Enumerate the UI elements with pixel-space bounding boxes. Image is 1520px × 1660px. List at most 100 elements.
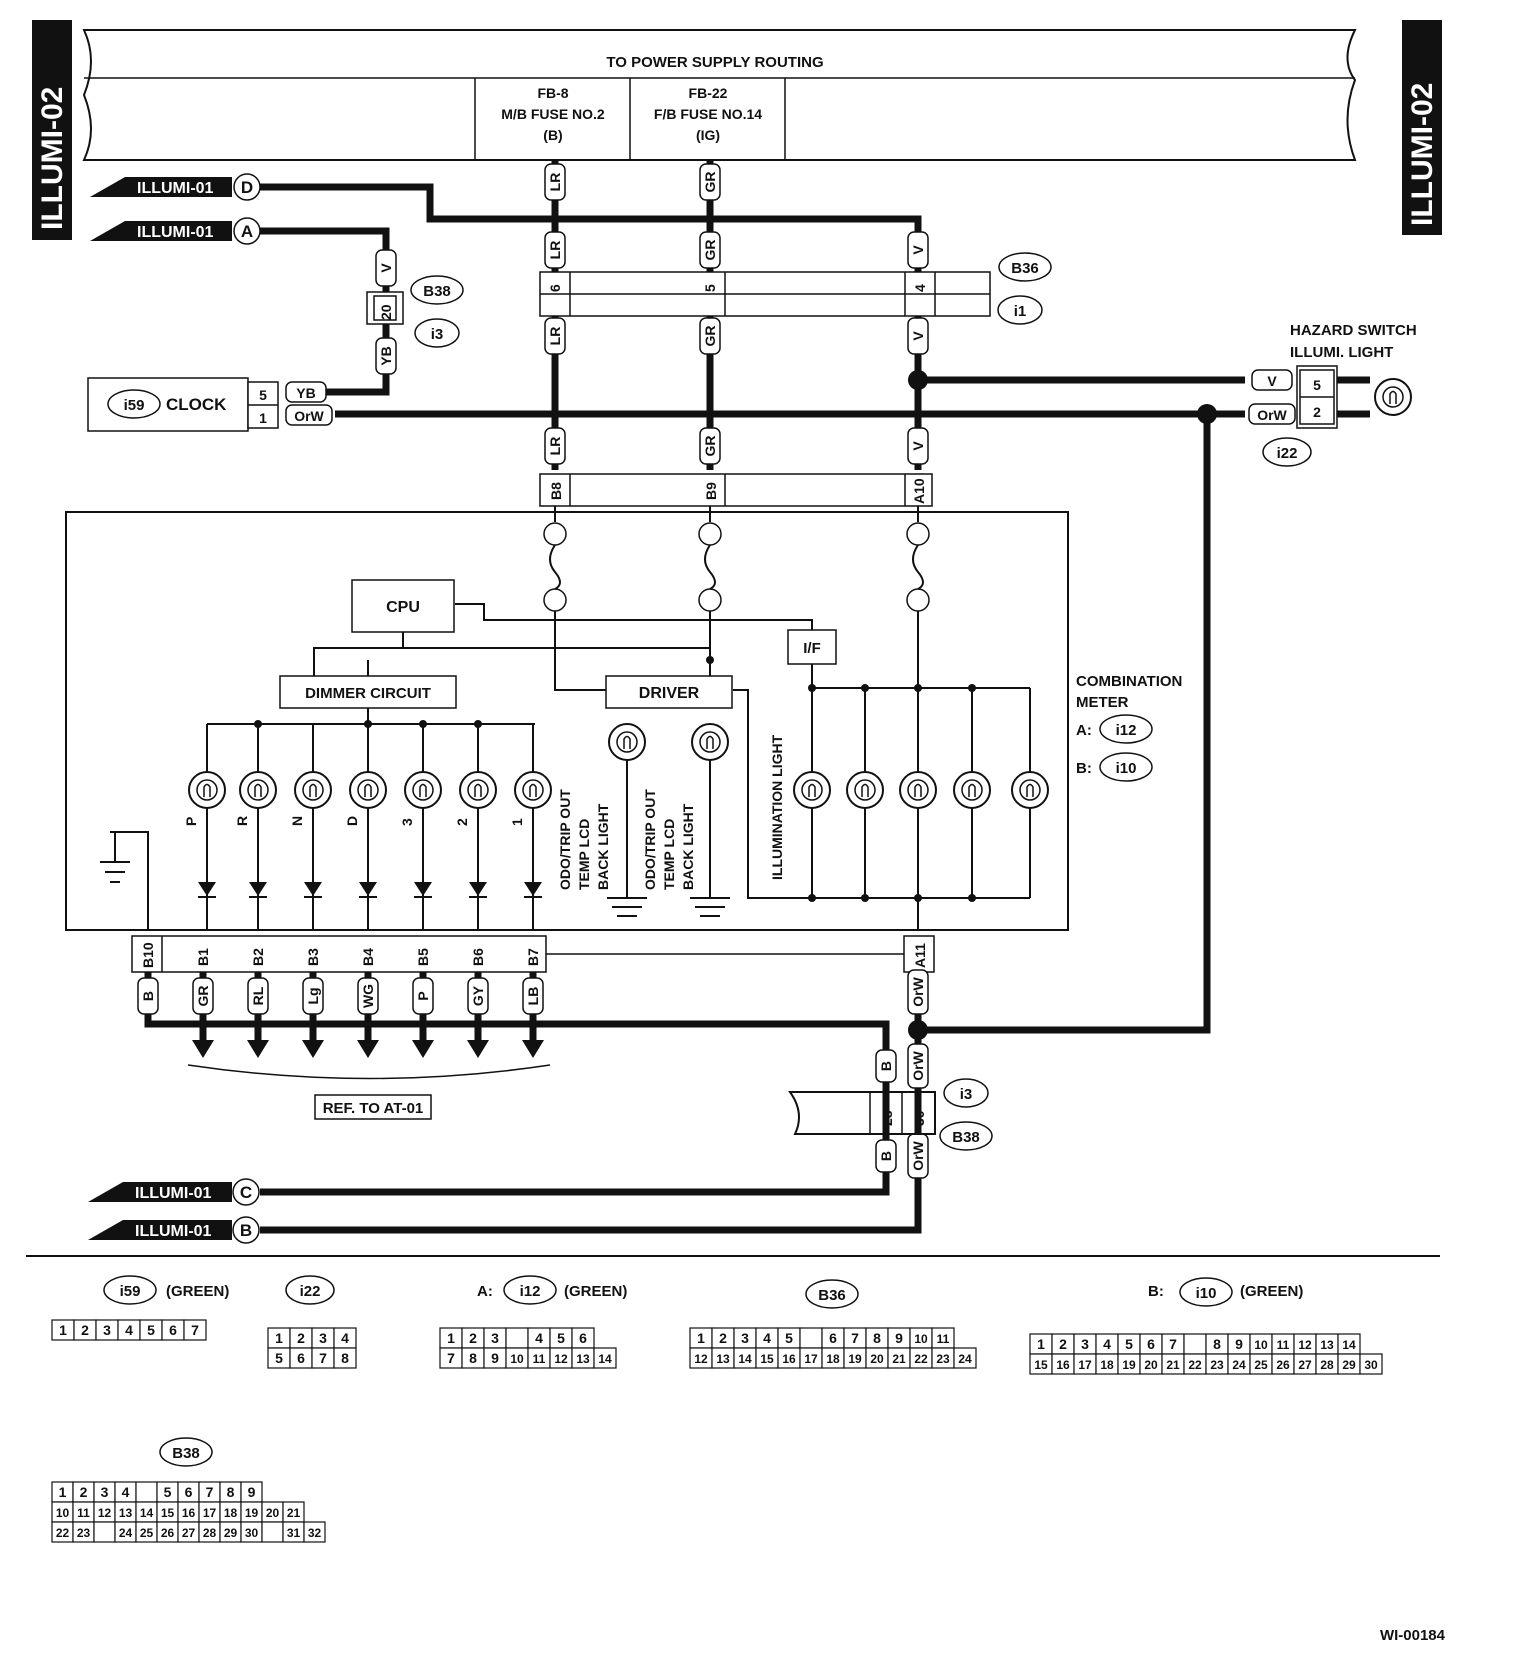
hazard-label-2: ILLUMI. LIGHT — [1290, 344, 1393, 361]
pin-number: 26 — [1276, 1358, 1290, 1372]
pin-number: 30 — [245, 1526, 259, 1540]
svg-text:V: V — [910, 331, 926, 341]
pin-number: 1 — [275, 1330, 283, 1346]
fuse1-line1: FB-8 — [537, 85, 568, 101]
connector-b38-i3-lower: 28 30 i3 B38 — [788, 1078, 993, 1151]
svg-text:B9: B9 — [703, 482, 719, 500]
svg-text:OrW: OrW — [294, 408, 324, 424]
legend-headings: i59 (GREEN) i22 A: i12 (GREEN) B36 B: i1… — [103, 1275, 1303, 1467]
pin-cell — [135, 1481, 158, 1503]
svg-text:V: V — [910, 441, 926, 451]
pin-number: 19 — [1122, 1358, 1136, 1372]
svg-text:i12: i12 — [520, 1283, 541, 1300]
pin-number: 13 — [716, 1352, 730, 1366]
svg-text:GR: GR — [702, 172, 718, 193]
pin-number: 6 — [829, 1330, 837, 1346]
internal-links — [543, 506, 930, 612]
pin-number: 8 — [341, 1350, 349, 1366]
pin-number: 2 — [1059, 1336, 1067, 1352]
pin-number: 20 — [1144, 1358, 1158, 1372]
ref-tag-d: ILLUMI-01 D — [90, 173, 261, 201]
svg-text:GR: GR — [702, 436, 718, 457]
splice-v — [908, 370, 928, 390]
pin-number: 26 — [161, 1526, 175, 1540]
svg-text:Lg: Lg — [305, 987, 321, 1004]
svg-text:COMBINATION: COMBINATION — [1076, 673, 1182, 690]
dimmer-circuit-block: DIMMER CIRCUIT — [279, 675, 457, 709]
combination-meter: COMBINATION METER A: i12 B: i10 — [65, 511, 1182, 931]
internal-wiring — [100, 603, 1031, 930]
pin-number: 6 — [579, 1330, 587, 1346]
pin-number: 2 — [469, 1330, 477, 1346]
svg-text:ILLUMI-02: ILLUMI-02 — [1406, 83, 1439, 226]
pin-number: 7 — [447, 1350, 455, 1366]
pin-number: 5 — [785, 1330, 793, 1346]
svg-text:GR: GR — [195, 986, 211, 1007]
pin-number: 21 — [1166, 1358, 1180, 1372]
pin-cell — [1183, 1333, 1207, 1355]
svg-text:ODO/TRIP OUT: ODO/TRIP OUT — [642, 789, 658, 890]
svg-text:A:: A: — [477, 1283, 493, 1300]
pin-number: 5 — [275, 1350, 283, 1366]
pin-number: 11 — [533, 1352, 546, 1366]
pin-number: 14 — [738, 1352, 752, 1366]
pin-number: 7 — [851, 1330, 859, 1346]
splice-orw-lower — [908, 1020, 928, 1040]
svg-text:i10: i10 — [1196, 1285, 1217, 1302]
pin-number: 3 — [1081, 1336, 1089, 1352]
svg-text:(GREEN): (GREEN) — [166, 1283, 229, 1300]
conn-b36-oval: B36 — [998, 252, 1052, 282]
pin-number: 22 — [914, 1352, 928, 1366]
svg-text:METER: METER — [1076, 694, 1129, 711]
svg-text:LB: LB — [525, 987, 541, 1006]
svg-text:28: 28 — [879, 1110, 895, 1126]
cpu-block: CPU — [351, 579, 455, 633]
pin-number: 5 — [164, 1484, 172, 1500]
svg-text:B7: B7 — [525, 948, 541, 966]
svg-text:B38: B38 — [423, 283, 451, 300]
pin-number: 10 — [510, 1352, 524, 1366]
pin-cell — [183, 1319, 207, 1341]
pin-number: 8 — [1213, 1336, 1221, 1352]
pin-number: 1 — [697, 1330, 705, 1346]
pin-number: 23 — [936, 1352, 950, 1366]
if-block: I/F — [787, 629, 837, 665]
pin-number: 16 — [1056, 1358, 1070, 1372]
svg-text:B4: B4 — [360, 948, 376, 966]
svg-text:LR: LR — [547, 437, 563, 456]
svg-text:OrW: OrW — [1257, 407, 1287, 423]
svg-text:P: P — [415, 991, 431, 1000]
svg-text:B10: B10 — [140, 942, 156, 968]
svg-text:TEMP LCD: TEMP LCD — [576, 819, 592, 890]
svg-text:A:: A: — [1076, 722, 1092, 739]
svg-text:B8: B8 — [548, 482, 564, 500]
svg-text:ILLUMI-01: ILLUMI-01 — [135, 1185, 212, 1202]
svg-text:A: A — [241, 222, 253, 241]
pin-number: 10 — [1254, 1338, 1268, 1352]
pin-number: 6 — [185, 1484, 193, 1500]
svg-text:WG: WG — [360, 984, 376, 1008]
conn-b38-oval-upper: B38 — [410, 275, 464, 305]
pin-number: 2 — [81, 1322, 89, 1338]
svg-text:B:: B: — [1076, 760, 1092, 777]
pin-number: 24 — [119, 1526, 133, 1540]
svg-text:2: 2 — [454, 818, 470, 826]
pin-number: 21 — [892, 1352, 906, 1366]
pin-number: 11 — [77, 1506, 90, 1520]
pin-cell — [593, 1347, 617, 1369]
pin-number: 1 — [59, 1322, 67, 1338]
svg-text:i12: i12 — [1116, 722, 1137, 739]
svg-text:5: 5 — [702, 284, 718, 292]
svg-text:I/F: I/F — [803, 640, 821, 657]
svg-text:B5: B5 — [415, 948, 431, 966]
pin-number: 10 — [914, 1332, 928, 1346]
pin-number: 7 — [206, 1484, 214, 1500]
pin-number: 15 — [760, 1352, 774, 1366]
conn-i1-oval: i1 — [997, 295, 1043, 325]
pin-number: 8 — [873, 1330, 881, 1346]
pin-number: 1 — [59, 1484, 67, 1500]
pin-number: 5 — [147, 1322, 155, 1338]
